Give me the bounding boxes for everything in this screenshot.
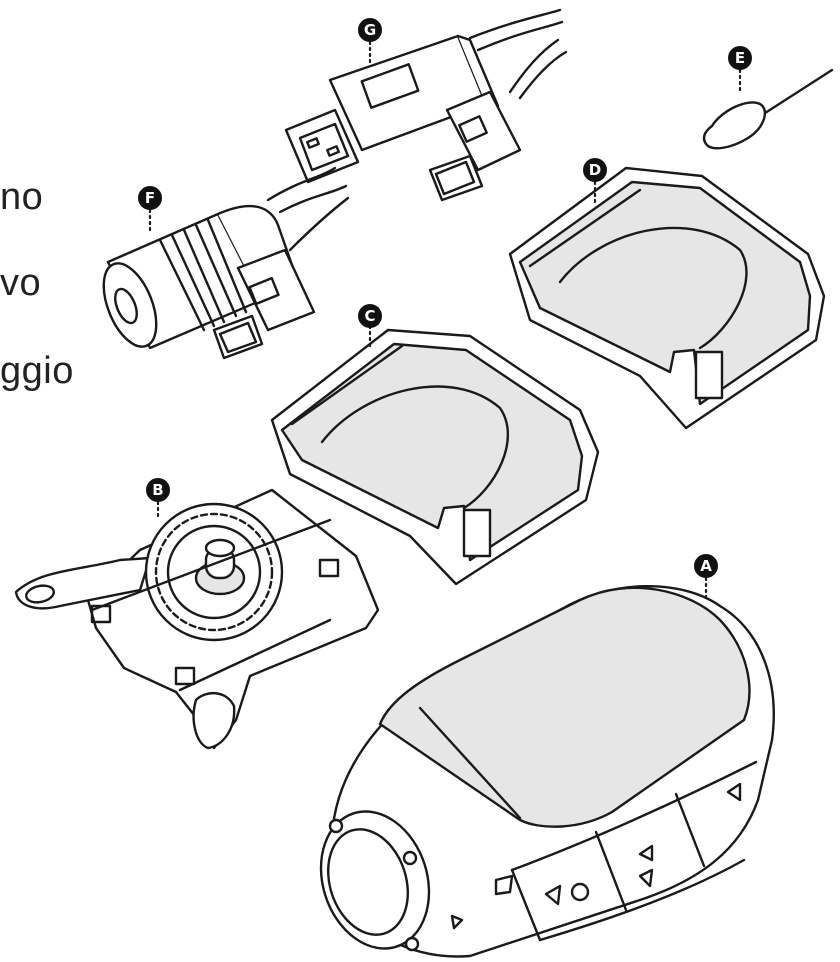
side-text-line-1: no [0, 176, 44, 218]
callout-badge-a [694, 554, 718, 578]
callout-g: G [358, 18, 382, 42]
callout-badge-e [728, 46, 752, 70]
callout-a: A [694, 554, 718, 578]
callout-label-g: G [364, 21, 376, 39]
callout-label-a: A [700, 557, 712, 575]
callout-c: C [358, 304, 382, 328]
callout-badge-b [146, 478, 170, 502]
callout-f: F [138, 186, 162, 210]
callout-d: D [583, 158, 607, 182]
callout-badge-f [138, 186, 162, 210]
side-text-line-3: ggio [0, 350, 74, 392]
callout-label-c: C [364, 307, 375, 325]
camera-body-illustration [319, 585, 775, 958]
usb-cable-illustration [284, 8, 568, 202]
side-text-line-2: vo [0, 262, 42, 304]
callout-e: E [728, 46, 752, 70]
callout-badge-d [583, 158, 607, 182]
rotating-mount-illustration [14, 488, 380, 750]
eject-pin-illustration [702, 68, 834, 150]
callout-label-b: B [152, 481, 163, 499]
callout-label-f: F [145, 189, 155, 207]
cover-small-illustration [270, 328, 600, 586]
audio-adapter-illustration [102, 166, 350, 360]
callout-badge-g [358, 18, 382, 42]
callout-b: B [146, 478, 170, 502]
callout-label-e: E [735, 49, 745, 67]
callout-label-d: D [589, 161, 601, 179]
cover-large-illustration [508, 166, 826, 430]
callout-badge-c [358, 304, 382, 328]
